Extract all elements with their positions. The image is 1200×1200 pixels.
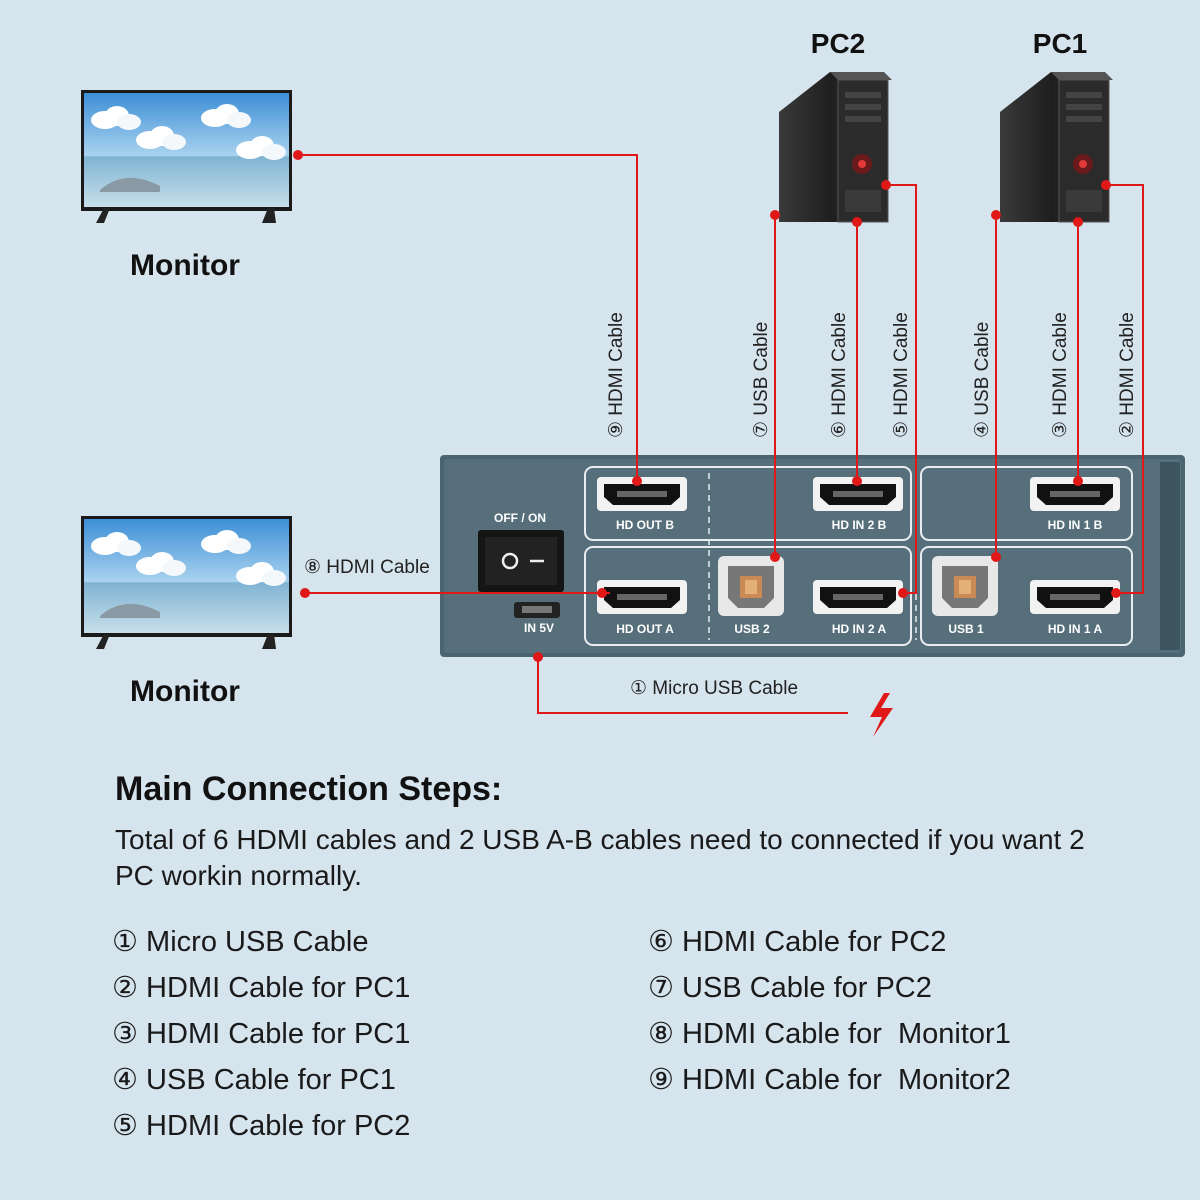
- hd-in-1a-port[interactable]: [1030, 580, 1120, 614]
- hd-in-2a-label: HD IN 2 A: [832, 622, 887, 636]
- step-item: ⑤ HDMI Cable for PC2: [112, 1110, 411, 1142]
- power-input-label: IN 5V: [524, 621, 554, 635]
- cable-7-label: ⑦ USB Cable: [751, 322, 772, 438]
- cable-4-label: ④ USB Cable: [972, 322, 993, 438]
- cable-9-label: ⑨ HDMI Cable: [606, 312, 627, 438]
- step-item: ① Micro USB Cable: [112, 926, 369, 958]
- step-item: ⑧ HDMI Cable for Monitor1: [648, 1018, 1011, 1050]
- usb-2-label: USB 2: [734, 622, 770, 636]
- step-item: ③ HDMI Cable for PC1: [112, 1018, 411, 1050]
- cable-3-label: ③ HDMI Cable: [1050, 312, 1071, 438]
- step-item: ⑦ USB Cable for PC2: [648, 972, 932, 1004]
- cable-5-label: ⑤ HDMI Cable: [891, 312, 912, 438]
- monitor-top: [81, 90, 292, 223]
- steps-intro: Total of 6 HDMI cables and 2 USB A-B cab…: [115, 824, 1085, 891]
- power-switch[interactable]: [478, 530, 564, 592]
- connection-diagram: Monitor Monitor PC2 PC1: [81, 28, 1185, 737]
- pc2-tower: [779, 72, 892, 223]
- pc1-tower: [1000, 72, 1113, 223]
- power-bolt-icon: [870, 693, 893, 737]
- cable-9: [298, 154, 638, 481]
- cable-1-label: ① Micro USB Cable: [630, 678, 798, 699]
- hd-in-2b-label: HD IN 2 B: [832, 518, 887, 532]
- hd-out-a-port[interactable]: [597, 580, 687, 614]
- cable-6-label: ⑥ HDMI Cable: [829, 312, 850, 438]
- cable-2-label: ② HDMI Cable: [1117, 312, 1138, 438]
- hd-out-b-label: HD OUT B: [616, 518, 674, 532]
- pc1-label: PC1: [1033, 28, 1087, 59]
- usb-2-port[interactable]: [718, 556, 784, 616]
- usb-1-label: USB 1: [948, 622, 984, 636]
- pc2-label: PC2: [811, 28, 865, 59]
- step-item: ⑨ HDMI Cable for Monitor2: [648, 1064, 1011, 1096]
- micro-usb-port[interactable]: [514, 602, 560, 618]
- steps-list-left: ① Micro USB Cable ② HDMI Cable for PC1 ③…: [112, 922, 410, 1152]
- hd-out-b-port[interactable]: [597, 477, 687, 511]
- step-item: ⑥ HDMI Cable for PC2: [648, 926, 947, 958]
- step-item: ④ USB Cable for PC1: [112, 1064, 396, 1096]
- monitor-bottom: [81, 516, 292, 649]
- hd-in-1b-label: HD IN 1 B: [1048, 518, 1103, 532]
- kvm-switch: OFF / ON IN 5V HD OUT B HD IN 2 B: [440, 455, 1185, 657]
- steps-list-right: ⑥ HDMI Cable for PC2 ⑦ USB Cable for PC2…: [648, 922, 1011, 1106]
- cable-5: [886, 184, 917, 594]
- cable-2: [1106, 184, 1144, 594]
- cable-endpoints: [293, 150, 1121, 662]
- hd-in-2a-port[interactable]: [813, 580, 903, 614]
- step-item: ② HDMI Cable for PC1: [112, 972, 411, 1004]
- hd-out-a-label: HD OUT A: [616, 622, 674, 636]
- steps-title: Main Connection Steps:: [115, 770, 503, 808]
- cable-1: [537, 657, 848, 714]
- power-switch-label: OFF / ON: [494, 511, 546, 525]
- monitor-top-label: Monitor: [130, 249, 240, 282]
- monitor-bottom-label: Monitor: [130, 675, 240, 708]
- cables: [298, 154, 1144, 714]
- cable-8-label: ⑧ HDMI Cable: [304, 557, 430, 578]
- hd-in-1a-label: HD IN 1 A: [1048, 622, 1103, 636]
- usb-1-port[interactable]: [932, 556, 998, 616]
